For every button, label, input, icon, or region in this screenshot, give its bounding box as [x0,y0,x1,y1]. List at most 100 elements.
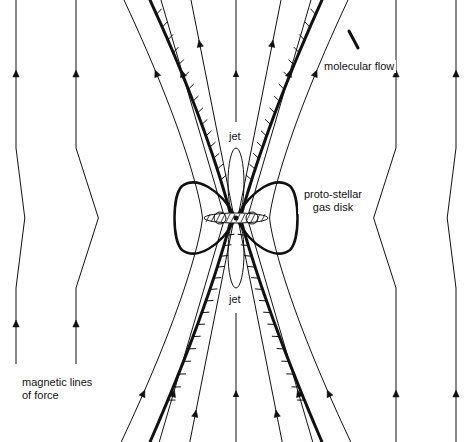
field-arrowhead [73,320,79,327]
cone-hatch [217,266,225,268]
field-arrowhead [192,410,198,417]
cone-hatch [284,72,289,77]
cone-hatch [221,175,227,180]
cone-hatch [214,277,222,279]
field-arrowhead [13,320,19,327]
jet-label: jet [227,130,243,143]
protostar [234,216,239,221]
field-arrowhead [233,390,239,397]
flow-label: molecular flow [322,60,396,73]
cone-hatch [259,300,267,302]
cone-hatch [294,47,299,52]
jet-lobe [228,218,244,288]
inner-disk-hatch [206,214,210,222]
cone-wall [242,224,322,442]
cone-hatch [274,96,279,101]
cone-hatch [198,324,206,325]
cone-hatch [206,131,212,136]
cone-hatch [253,153,259,158]
cone-hatch [297,400,305,401]
cone-hatch [178,60,183,65]
cone-hatch [193,336,201,337]
cone-hatch [198,108,203,113]
cone-hatch [241,244,249,246]
cone-hatch [267,324,275,325]
cone-hatch [263,312,271,313]
field-lines [13,0,459,442]
cone-hatch [272,336,280,337]
jet-label: jet [227,293,243,306]
cone-hatch [162,22,167,28]
cone-hatch [214,153,220,158]
cone-wall [150,224,230,442]
axis-field-line [236,0,237,122]
cone-wall [150,0,230,212]
cone-hatch [249,164,255,169]
cone-hatch [248,266,256,268]
cone-hatch [244,255,252,257]
cone-hatch [188,84,193,89]
cone-hatch [305,22,310,28]
field-arrowhead [155,70,161,78]
cone-hatch [310,9,315,15]
cone-wall [242,0,322,212]
field-line [76,0,98,364]
field-line [121,0,202,442]
field-arrowhead [327,390,333,398]
field-line [16,0,25,364]
cone-hatch [173,47,178,52]
inner-disk [204,213,268,223]
jet-lobe [228,148,244,218]
cone-hatch [156,9,161,15]
field-arrowhead [139,390,145,398]
cone-hatch [173,386,181,387]
field-arrowhead [197,40,203,47]
disk-label: proto-stellar gas disk [298,188,368,214]
inner-disk-hatch [221,214,225,222]
field-arrowhead [274,410,280,417]
cone-hatch [188,348,196,349]
cone-hatch [206,300,214,302]
inner-disk-hatch [226,214,230,222]
cone-hatch [202,119,208,124]
cone-hatch [277,348,285,349]
cone-hatch [261,131,267,136]
field-arrowhead [311,70,317,78]
cone-wall-fragment [349,31,358,48]
field-arrowhead [393,390,399,397]
cone-hatch [168,400,176,401]
inner-disk-hatch [261,214,265,222]
cone-hatch [292,386,300,387]
field-arrowhead [13,70,19,77]
cone-hatch [289,60,294,65]
inner-loop [214,212,226,224]
cone-hatch [168,34,173,40]
cone-hatch [183,361,191,362]
field-line [447,0,456,442]
cone-hatch [246,175,252,180]
field-arrowhead [233,70,239,77]
cone-hatch [238,234,246,236]
gas-disk [175,183,298,254]
cone-hatch [279,84,284,89]
field-arrowhead [453,390,459,397]
field-label: magnetic lines of force [20,376,100,402]
cone-hatch [224,244,232,246]
cone-hatch [178,373,186,374]
field-arrowhead [453,70,459,77]
inner-loop [246,212,258,224]
cone-hatch [255,288,263,290]
field-arrowhead [73,70,79,77]
cone-hatch [286,373,294,374]
cone-hatch [210,142,216,147]
cone-hatch [193,96,198,101]
cone-hatch [202,312,210,313]
protostar-core [204,212,268,224]
cone-hatch [299,34,304,40]
cone-hatch [227,234,235,236]
inner-disk-hatch [251,214,255,222]
cone-hatch [221,255,229,257]
axis-field-line [236,313,237,442]
cone-hatch [251,277,259,279]
